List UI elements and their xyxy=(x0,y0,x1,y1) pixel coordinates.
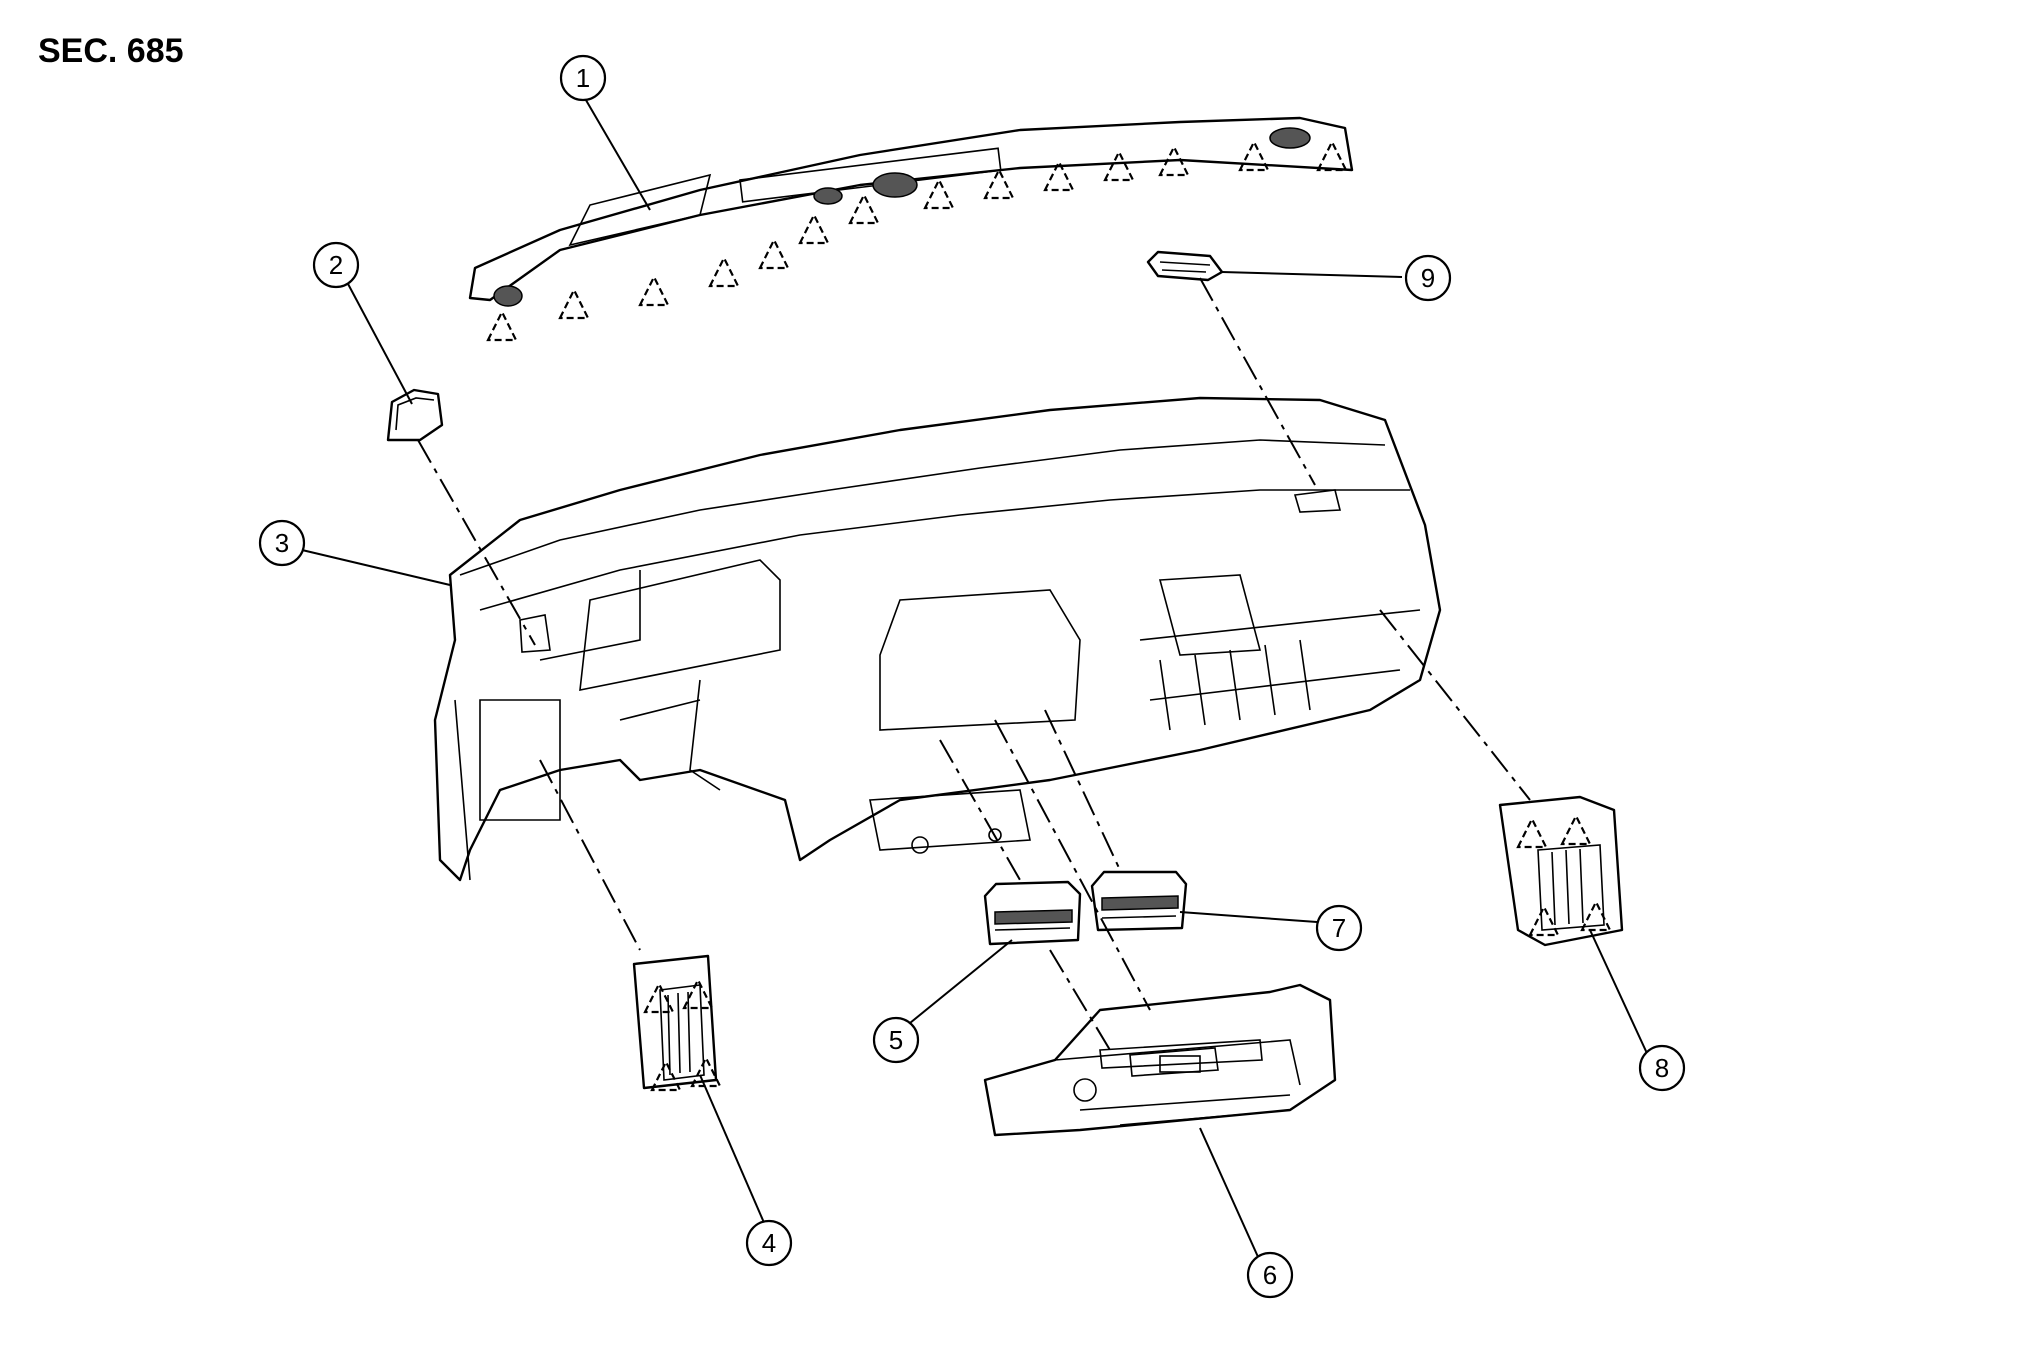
clip-markers-1 xyxy=(486,139,1348,342)
callout-1: 1 xyxy=(559,54,607,102)
callout-3: 3 xyxy=(258,519,306,567)
leader-lines xyxy=(301,94,1652,1269)
callout-5: 5 xyxy=(872,1016,920,1064)
part-8-lower-right-bracket xyxy=(1498,795,1624,947)
svg-text:9: 9 xyxy=(1421,263,1435,293)
svg-text:3: 3 xyxy=(275,528,289,558)
svg-text:5: 5 xyxy=(889,1025,903,1055)
part-3-instrument-panel-body xyxy=(433,396,1442,882)
callout-7: 7 xyxy=(1315,904,1363,952)
section-label: SEC. 685 xyxy=(38,32,184,70)
svg-text:1: 1 xyxy=(576,63,590,93)
part-2-side-vent-left xyxy=(386,388,444,442)
part-1-upper-panel-cover xyxy=(468,116,1354,342)
svg-text:6: 6 xyxy=(1263,1260,1277,1290)
part-5-center-vent-left xyxy=(983,880,1082,946)
svg-text:2: 2 xyxy=(329,250,343,280)
part-4-lower-left-bracket xyxy=(632,954,722,1092)
callout-4: 4 xyxy=(745,1219,793,1267)
svg-text:7: 7 xyxy=(1332,913,1346,943)
assembly-lines xyxy=(417,277,1531,1051)
part-9-side-vent-right xyxy=(1146,250,1224,282)
callout-2: 2 xyxy=(312,241,360,289)
callout-6: 6 xyxy=(1246,1251,1294,1299)
callout-9: 9 xyxy=(1404,254,1452,302)
part-6-cluster-lid xyxy=(983,983,1337,1137)
callout-8: 8 xyxy=(1638,1044,1686,1092)
svg-text:8: 8 xyxy=(1655,1053,1669,1083)
svg-text:4: 4 xyxy=(762,1228,776,1258)
part-7-center-vent-right xyxy=(1090,870,1188,932)
